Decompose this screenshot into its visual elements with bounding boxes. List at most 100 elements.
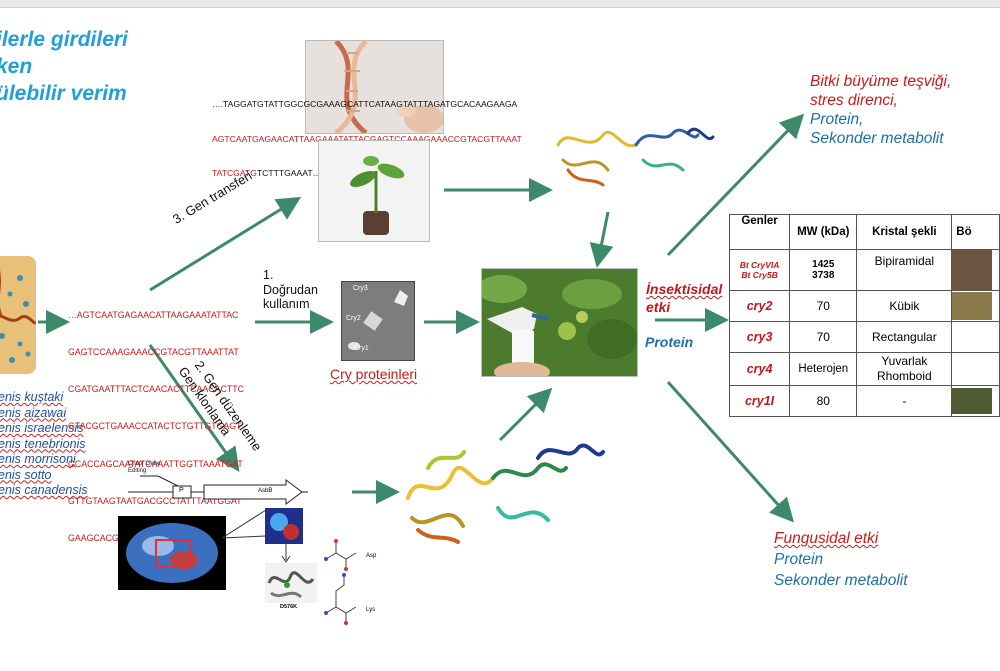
insect-image-cell [951, 290, 1000, 322]
gene-label: AsbB [258, 488, 273, 494]
direct-use-label: 1. Doğrudan kullanım [263, 268, 318, 312]
spray-plant-photo [481, 268, 638, 377]
zoom-surface-image [265, 508, 303, 544]
gene-cell: cry1I [729, 385, 791, 417]
sequence-line: GAAGCACGTTTAA… [68, 533, 155, 544]
mw-cell: 1425 3738 [789, 249, 858, 291]
crispr-label-line: Editing [128, 468, 147, 474]
gene-cell: Bt CryVIA Bt Cry5B [729, 249, 791, 291]
strain-item: enis tenebrionis [0, 436, 86, 451]
gene-cell: cry3 [729, 321, 791, 353]
arrow-endotoxin-to-spray [589, 211, 614, 268]
gene-name: Bt CryVIA [739, 260, 780, 270]
gene-name: Bt Cry5B [741, 270, 778, 280]
header-cell: MW (kDa) [789, 214, 858, 250]
table-row: Bt CryVIA Bt Cry5B 1425 3738 Bipiramidal [729, 249, 1000, 291]
cry2-label: Cry2 [346, 315, 361, 322]
title-line-2: ken [0, 55, 33, 78]
promoter-label: P [179, 487, 184, 494]
cry1-label: Cry1 [354, 345, 369, 352]
insecticidal-label: İnsektisidal [646, 281, 723, 297]
top-border [0, 0, 1000, 8]
mw-value: 1425 [812, 259, 835, 270]
asp-label: Asp [366, 553, 377, 559]
sequence-line: TATCGATGTCTTTGAAAT…. [212, 168, 522, 180]
sequence-line: CGATGAATTTACTCAACACTTCAACACTTC [68, 384, 244, 395]
crispr-label: Crispr Gene Editing [128, 461, 160, 475]
sequence-line: AGTCAATGAGAACATTAAGAAATATTACGAGTCCAAAGAA… [212, 133, 522, 144]
sequence-line: GTTGTAAGTAATGACGCCTATTTAATGGAT [68, 495, 242, 506]
strain-item: enis israelensis [0, 421, 84, 435]
text-line: Protein, [810, 111, 864, 128]
sequence-fragment: TCTTTGAAAT…. [256, 168, 324, 178]
shape-value: Rhomboid [877, 369, 932, 383]
table-row: cry3 70 Rectangular [729, 321, 1000, 353]
cry-proteins-label: Cry proteinleri [330, 366, 418, 382]
shape-cell: Kübik [856, 290, 953, 322]
gene-table-container: Genler MW (kDa) Kristal şekli Bö Bt CryV… [729, 214, 1000, 417]
arrow-gene-editing [148, 344, 240, 472]
strain-item: enis morrisoni [0, 452, 76, 466]
text-line: Fungusidal etki [774, 530, 879, 547]
insect-image-cell [951, 321, 1000, 353]
title-line-1: ilerle girdileri [0, 28, 128, 51]
sequence-line: …AGTCAATGAGAACATTAAGAAATATTAC [68, 309, 239, 320]
protein-label: Protein [645, 334, 694, 350]
insect-image-cell [951, 249, 1000, 291]
table-row: cry2 70 Kübik [729, 290, 1000, 322]
insect-image [952, 250, 993, 290]
mw-cell: 70 [789, 290, 858, 322]
lys-label: Lys [366, 607, 376, 613]
sequence-line: GTACGCTGAAACCATACTCTGTTGTGAGT [68, 421, 242, 432]
mw-cell: 70 [789, 321, 858, 353]
text-line: Sekonder metabolit [810, 130, 944, 147]
strain-list: enis kuştaki enis aizawai enis israelens… [0, 390, 88, 499]
text-line: stres direnci, [810, 92, 898, 109]
bacteria-image [0, 256, 36, 374]
seedling-photo [318, 140, 430, 242]
endotoxin-structure-bottom [406, 443, 605, 544]
table-row: cry1I 80 - [729, 385, 1000, 417]
direct-use-label-word: Doğrudan [263, 282, 318, 297]
endotoxin-structure-top [556, 127, 715, 187]
arrow-to-top-right [666, 113, 805, 257]
strain-item: enis sotto [0, 467, 52, 482]
mw-value: 3738 [812, 270, 835, 281]
sequence-line: ….TAGGATGTATTGGCGCGAAAGCATTCATAAGTATTTAG… [212, 99, 518, 109]
shape-cell: Yuvarlak Rhomboid [856, 352, 953, 386]
crispr-schematic: Crispr Gene Editing P AsbB [118, 458, 313, 508]
dna-sequence-top: ….TAGGATGTATTGGCGCGAAAGCATTCATAAGTATTTAG… [212, 76, 522, 191]
text-line: Sekonder metabolit [774, 572, 908, 589]
dna-hand-photo [305, 40, 444, 134]
insecticidal-effect-label: İnsektisidal etki [646, 280, 722, 316]
fungicidal-text: Fungusidal etki Protein Sekonder metabol… [774, 528, 908, 591]
dna-sequence-main: …AGTCAATGAGAACATTAAGAAATATTAC GAGTCCAAAG… [68, 284, 244, 557]
insect-image-cell [951, 352, 1000, 386]
down-arrow-icon [281, 544, 291, 563]
zoom-lines [221, 509, 267, 539]
crispr-label-line: Crispr Gene [128, 461, 161, 467]
title-line-3: ülebilir verim [0, 82, 127, 105]
sequence-line: GAGTCCAAAGAAACCGTACGTTAAATTAT [68, 347, 239, 358]
cry3-label: Cry3 [353, 285, 368, 292]
insect-image [952, 388, 993, 414]
header-cell: Genler [729, 214, 791, 250]
effect-label: etki [646, 299, 671, 315]
strain-item: enis aizawai [0, 405, 67, 420]
mw-cell: 80 [789, 385, 858, 417]
direct-use-label-word: kullanım [263, 297, 310, 311]
shape-cell: Rectangular [856, 321, 953, 353]
strain-item: enis kuştaki [0, 390, 64, 404]
table-header-row: Genler MW (kDa) Kristal şekli Bö [729, 214, 1000, 250]
gene-cell: cry4 [729, 352, 791, 386]
table-row: cry4 Heterojen Yuvarlak Rhomboid [729, 352, 1000, 386]
gene-cell: cry2 [729, 290, 791, 322]
arrow-gene-transfer [149, 196, 302, 292]
strain-item: enis canadensis [0, 483, 88, 497]
slide-title: ilerle girdileri ken ülebilir verim [0, 26, 128, 107]
text-line: Protein [774, 551, 824, 568]
mw-cell: Heterojen [789, 352, 858, 386]
plant-growth-text: Bitki büyüme teşviği, stres direnci, Pro… [810, 72, 951, 148]
cry-crystals-image: Cry3 Cry2 Cry1 [341, 281, 415, 361]
